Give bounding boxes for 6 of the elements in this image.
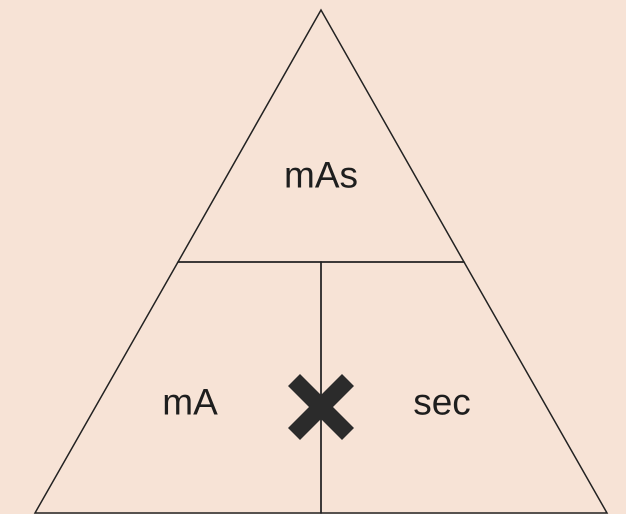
triangle-right-section bbox=[321, 262, 607, 513]
formula-term: sec bbox=[413, 384, 471, 420]
formula-term: mA bbox=[162, 384, 218, 420]
formula-term: mAs bbox=[284, 156, 358, 194]
triangle-top-section bbox=[178, 10, 464, 262]
triangle-left-section bbox=[35, 262, 321, 513]
